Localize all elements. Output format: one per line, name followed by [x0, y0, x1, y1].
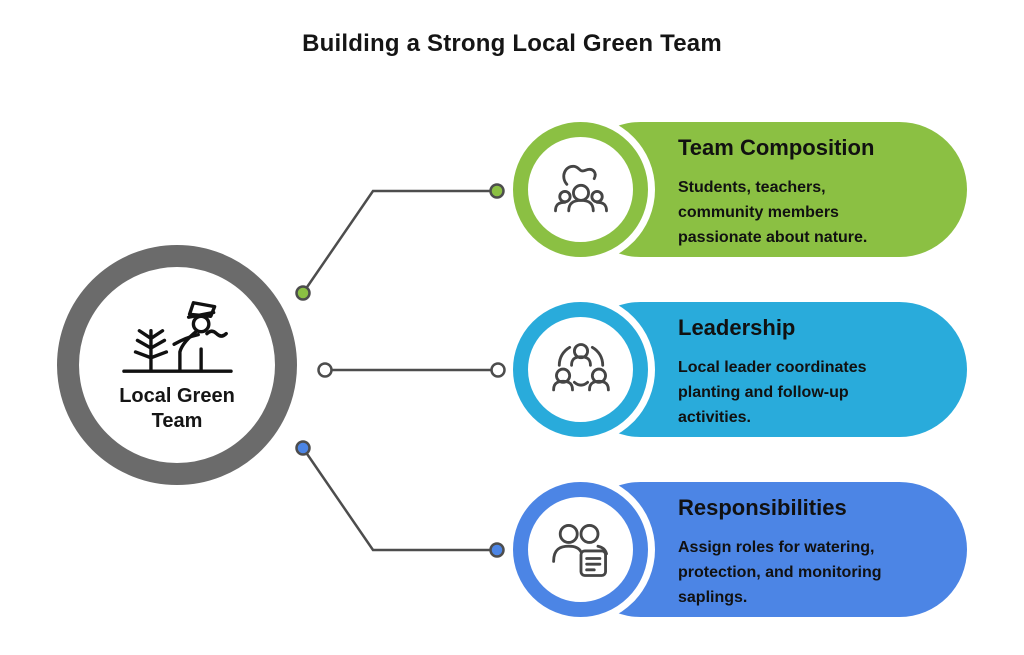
desc-line: passionate about nature.	[678, 229, 868, 246]
connector-dot	[295, 285, 311, 301]
desc-line: Local leader coordinates	[678, 359, 867, 376]
desc-line: activities.	[678, 409, 751, 426]
desc-line: planting and follow-up	[678, 384, 849, 401]
connector-dot	[317, 362, 333, 378]
hub-circle: Local Green Team	[57, 245, 297, 485]
card-text: Responsibilities Assign roles for wateri…	[678, 494, 963, 610]
connector-dot	[489, 542, 505, 558]
card-description: Assign roles for watering, protection, a…	[678, 535, 963, 610]
card-title: Team Composition	[678, 135, 875, 160]
card-team-composition: Team Composition Students, teachers, com…	[513, 122, 967, 257]
desc-line: Assign roles for watering,	[678, 539, 875, 556]
page-title: Building a Strong Local Green Team	[302, 30, 722, 57]
card-responsibilities: Responsibilities Assign roles for wateri…	[513, 482, 967, 617]
people-with-checklist-icon	[551, 523, 608, 577]
hub-label-line: Team	[151, 410, 203, 432]
card-description: Students, teachers, community members pa…	[678, 175, 963, 250]
card-icon-disc	[513, 302, 648, 437]
connector-dot	[295, 440, 311, 456]
person-planting-tree-icon	[122, 301, 233, 373]
card-title: Responsibilities	[678, 495, 847, 520]
connector-lines	[301, 189, 498, 552]
card-title: Leadership	[678, 315, 796, 340]
card-text: Team Composition Students, teachers, com…	[678, 134, 963, 250]
desc-line: saplings.	[678, 589, 748, 606]
desc-line: protection, and monitoring	[678, 564, 882, 581]
card-icon-disc	[513, 122, 648, 257]
card-icon-disc	[513, 482, 648, 617]
hub-label: Local Green Team	[119, 384, 235, 434]
connector-line-top	[301, 189, 497, 294]
card-text: Leadership Local leader coordinates plan…	[678, 314, 963, 430]
connector-dot	[490, 362, 506, 378]
group-of-people-icon	[553, 164, 608, 212]
desc-line: community members	[678, 204, 839, 221]
connector-line-bottom	[301, 447, 497, 552]
card-description: Local leader coordinates planting and fo…	[678, 355, 963, 430]
card-leadership: Leadership Local leader coordinates plan…	[513, 302, 967, 437]
desc-line: Students, teachers,	[678, 179, 826, 196]
hub-label-line: Local Green	[119, 385, 235, 407]
team-structure-icon	[551, 342, 610, 391]
connector-dot	[489, 183, 505, 199]
